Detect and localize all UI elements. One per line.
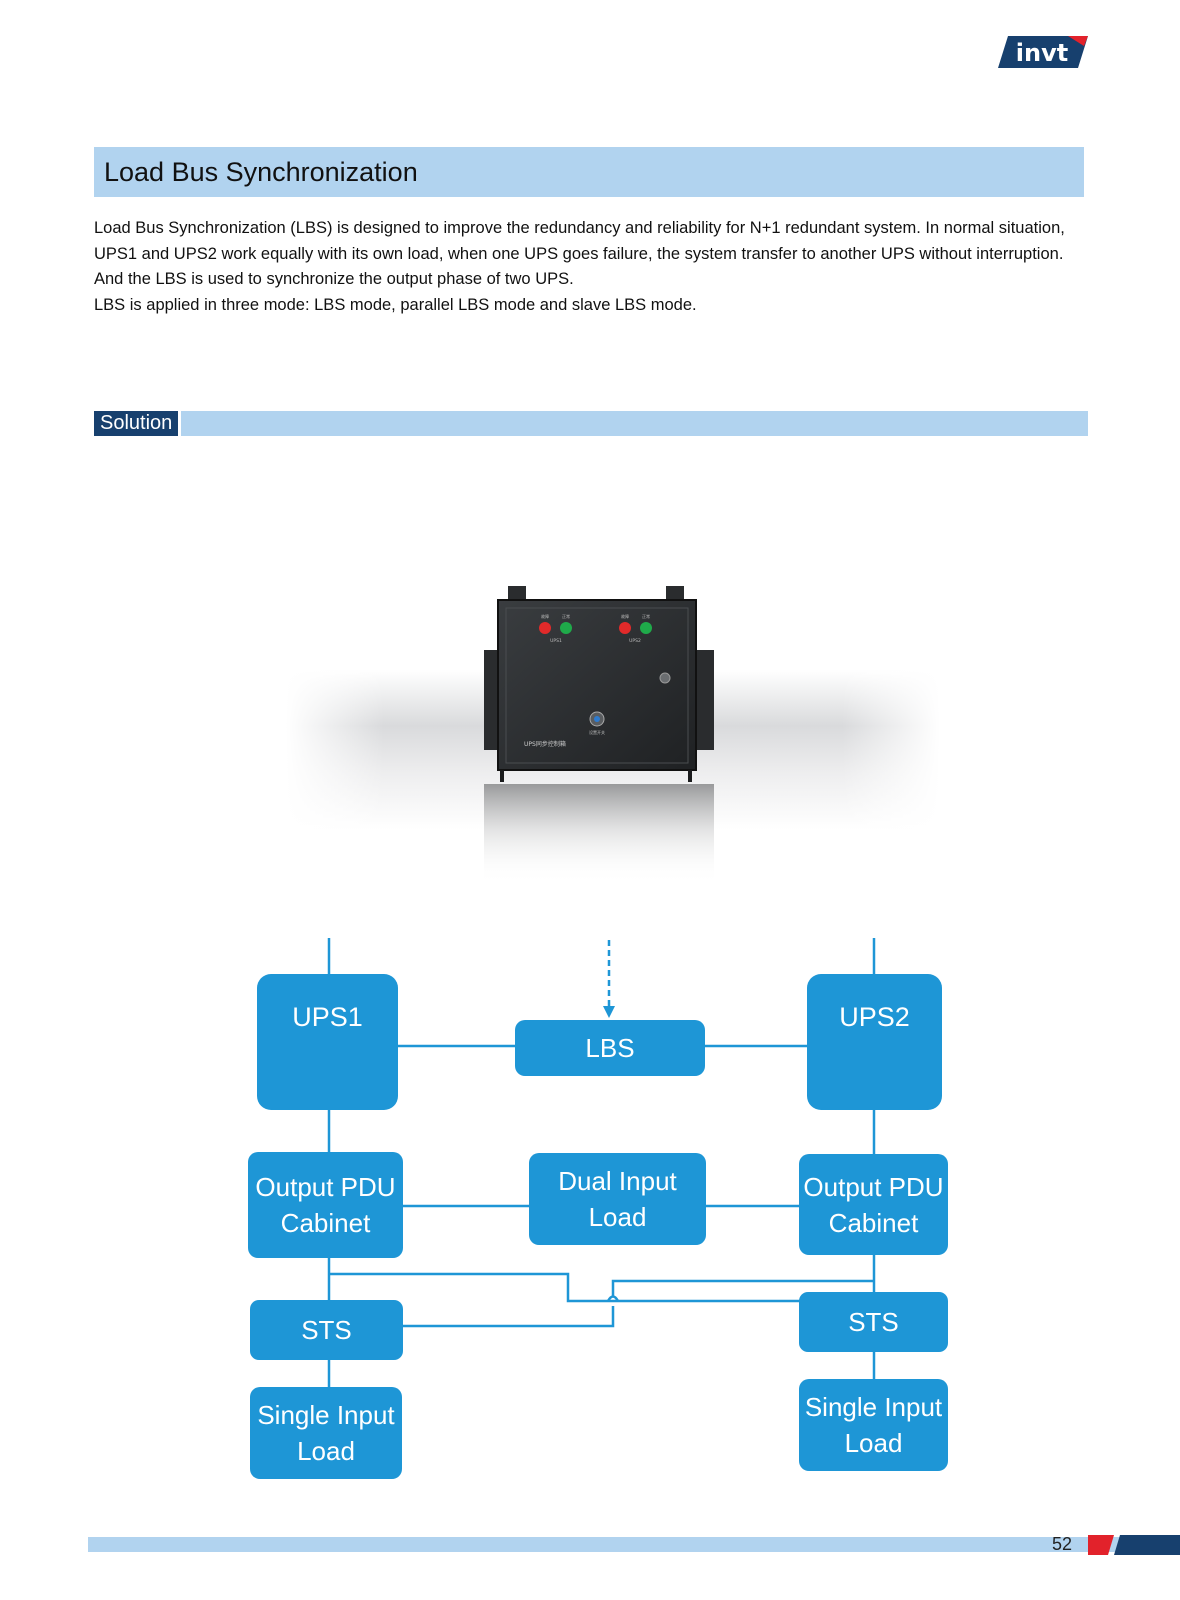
single-input-load-right: Single Input Load <box>799 1379 948 1471</box>
output-pdu-cabinet-right: Output PDU Cabinet <box>799 1154 948 1255</box>
cabinet-right-flange <box>694 650 714 750</box>
cabinet-hanger-left <box>508 586 526 602</box>
title-bar: Load Bus Synchronization <box>94 147 1084 197</box>
ups2-indicator-fault-label: 故障 <box>621 613 629 619</box>
cabinet-nameplate: UPS同步控制箱 <box>524 740 566 748</box>
lbs-block-diagram: UPS1 LBS UPS2 Output PDU Cabinet Dual In… <box>240 930 960 1490</box>
lbs-arrow-head <box>603 1006 615 1018</box>
cabinet-reflection <box>484 784 714 884</box>
ups2-node: UPS2 <box>807 974 942 1110</box>
invt-logo: invt <box>998 36 1088 68</box>
cabinet-hanger-right <box>666 586 684 602</box>
intro-paragraph-2: LBS is applied in three mode: LBS mode, … <box>94 295 697 314</box>
sts-left-feed <box>403 1306 615 1328</box>
ups1-indicator-fault-label: 故障 <box>541 613 549 619</box>
solution-section-bar: Solution <box>94 411 1088 436</box>
intro-text: Load Bus Synchronization (LBS) is design… <box>94 216 1084 318</box>
intro-paragraph-1: Load Bus Synchronization (LBS) is design… <box>94 219 1065 288</box>
ups2-group-label: UPS2 <box>629 638 641 644</box>
output-pdu-cabinet-left: Output PDU Cabinet <box>248 1152 403 1258</box>
ups2-fault-indicator <box>619 622 631 634</box>
selector-switch-label: 设置开关 <box>589 729 605 735</box>
ups1-group-label: UPS1 <box>550 638 562 644</box>
page-title: Load Bus Synchronization <box>104 157 418 187</box>
cross-hop <box>606 1295 620 1302</box>
lbs-node: LBS <box>515 1020 705 1076</box>
footer-accent-mark <box>1088 1535 1180 1555</box>
left-cross-feed <box>329 1272 874 1303</box>
cabinet-body <box>497 599 697 771</box>
ups2-normal-indicator <box>640 622 652 634</box>
ups1-normal-indicator <box>560 622 572 634</box>
sts-right-node: STS <box>799 1292 948 1352</box>
ups1-indicator-normal-label: 正常 <box>562 613 570 619</box>
right-cross-feed <box>611 1279 874 1296</box>
dual-input-load-node: Dual Input Load <box>529 1153 706 1245</box>
ups1-node: UPS1 <box>257 974 398 1110</box>
single-input-load-left: Single Input Load <box>250 1387 402 1479</box>
cabinet-lock <box>659 672 671 684</box>
diagram-connectors <box>327 938 876 1387</box>
section-label: Solution <box>94 411 182 436</box>
sts-left-node: STS <box>250 1300 403 1360</box>
ups2-indicator-normal-label: 正常 <box>642 613 650 619</box>
ups1-fault-indicator <box>539 622 551 634</box>
page-number: 52 <box>1052 1534 1073 1554</box>
logo-text: invt <box>1016 39 1068 67</box>
lbs-cabinet-photo: 故障 正常 故障 正常 UPS1 UPS2 设置开关 UPS同步控制箱 <box>286 586 940 884</box>
footer-bar <box>88 1537 1180 1552</box>
